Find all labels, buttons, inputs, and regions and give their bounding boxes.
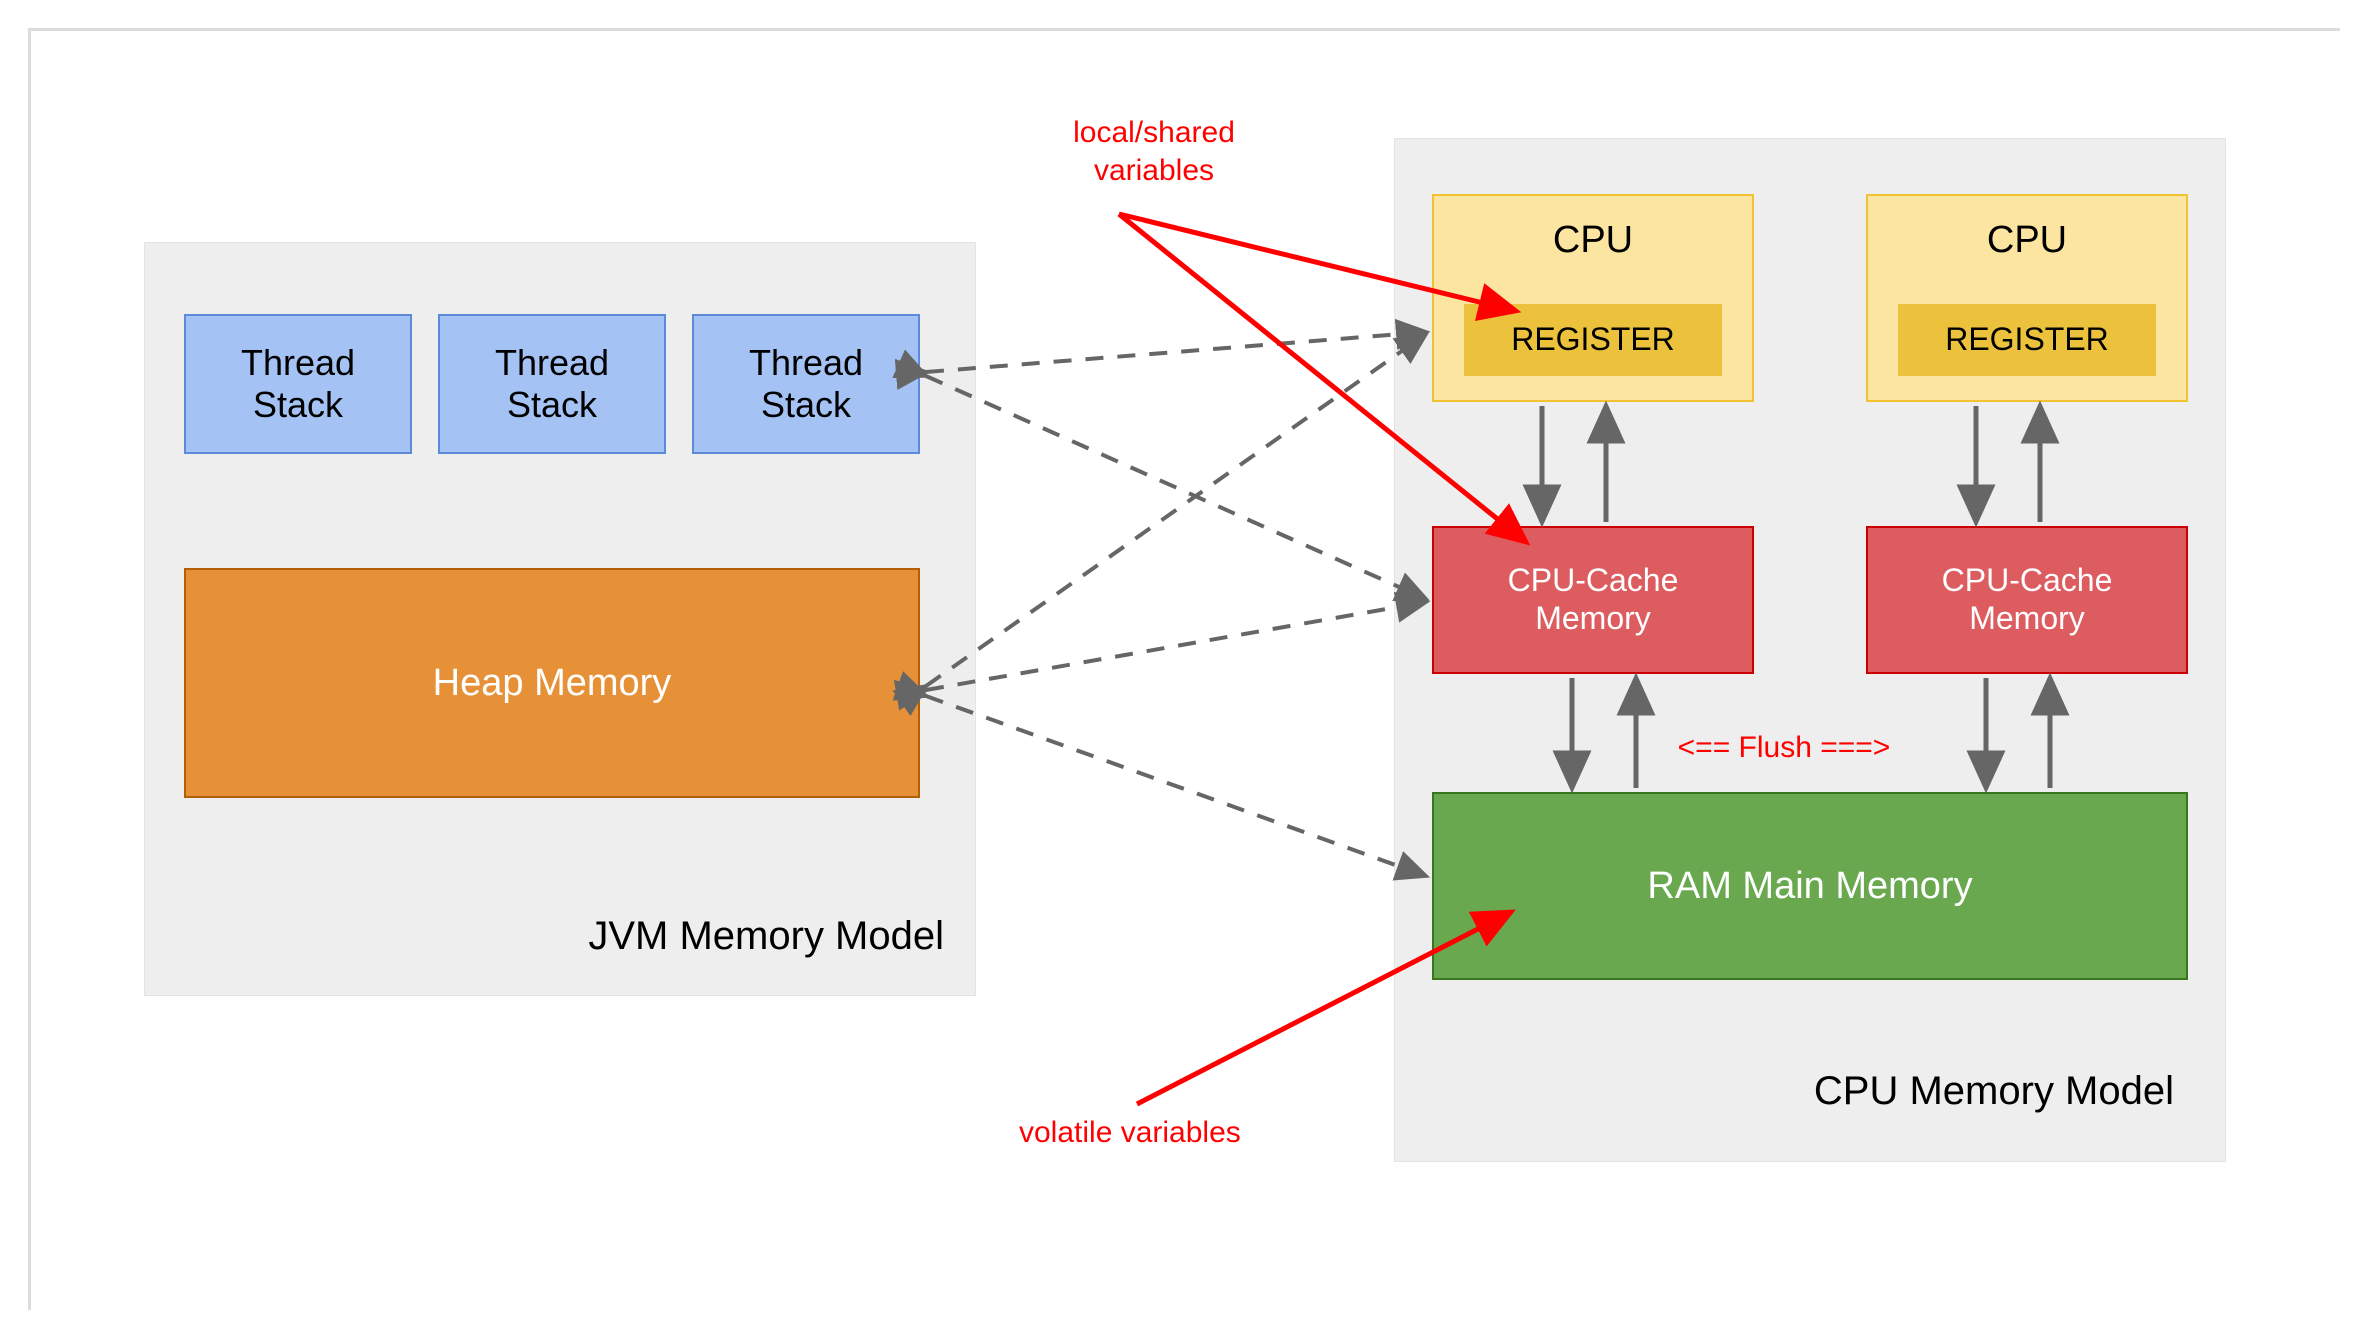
cpu-memory-model-label: CPU Memory Model <box>1813 1069 2174 1113</box>
annotation-volatile-variables: volatile variables <box>1019 1116 1241 1149</box>
flush-label: <== Flush ===> <box>1677 731 1891 764</box>
ram-main-memory-box[interactable]: RAM Main Memory <box>1432 792 2188 980</box>
jvm-memory-model-label: JVM Memory Model <box>588 914 944 958</box>
register-box-1[interactable]: REGISTER <box>1464 304 1722 376</box>
heap-memory-label: Heap Memory <box>432 661 672 704</box>
ram-main-memory-label: RAM Main Memory <box>1647 864 1973 907</box>
annotation-local-shared-variables: local/shared variables <box>1073 116 1235 187</box>
heap-memory-box[interactable]: Heap Memory <box>184 568 920 798</box>
register-box-2[interactable]: REGISTER <box>1898 304 2156 376</box>
cpu-label-2: CPU <box>1986 219 2068 261</box>
cpu-label-1: CPU <box>1552 219 1634 261</box>
register-label-1: REGISTER <box>1511 321 1675 358</box>
register-label-2: REGISTER <box>1945 321 2109 358</box>
